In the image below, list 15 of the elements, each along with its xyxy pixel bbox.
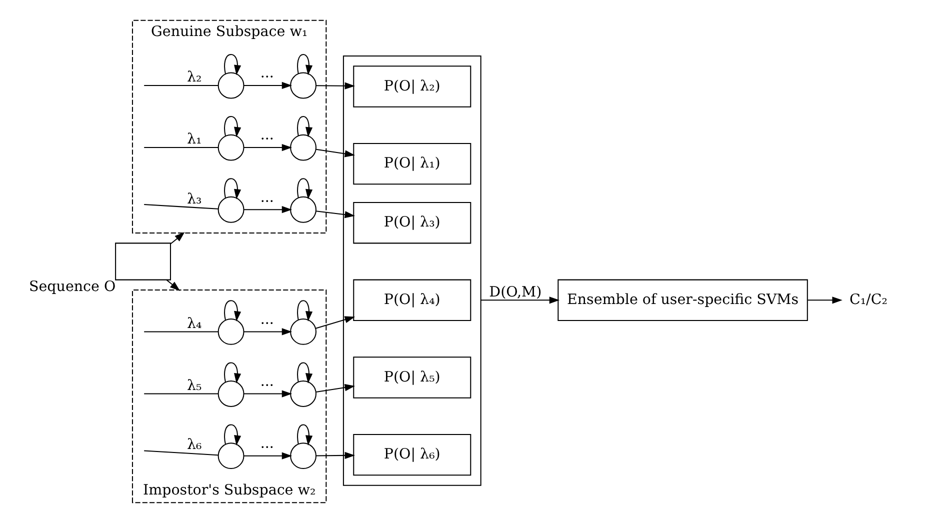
node-text: C₁/C₂	[849, 292, 888, 308]
edge-label: ···	[260, 316, 274, 332]
edge-label: λ₃	[187, 192, 202, 208]
edge-label: ···	[260, 194, 274, 210]
edge-label: λ₁	[187, 132, 202, 148]
edge-label: ···	[260, 70, 274, 86]
edge-label: λ₆	[187, 436, 202, 453]
edge-label: λ₅	[187, 378, 202, 394]
edge-label: λ₄	[187, 316, 202, 332]
edge-label: D(O,M)	[489, 284, 542, 300]
node-label: Sequence O	[28, 279, 116, 296]
edge-label: λ₂	[187, 70, 202, 86]
edge-label: ···	[260, 378, 274, 394]
edge-label: ···	[260, 132, 274, 148]
edge-label: ···	[260, 440, 274, 456]
